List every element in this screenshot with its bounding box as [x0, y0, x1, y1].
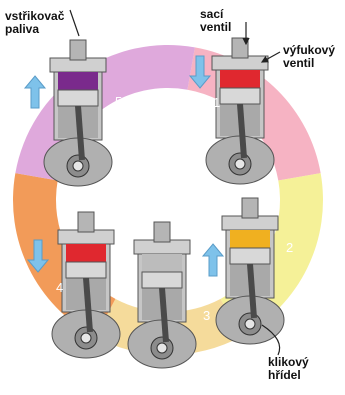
exhaust-valve-label: výfukový ventil: [283, 44, 335, 70]
crankshaft-label-line2: hřídel: [268, 369, 309, 382]
cylinder-2: [216, 198, 284, 344]
crankshaft-label: klikový hřídel: [268, 356, 309, 382]
intake-valve-label: sací ventil: [200, 8, 231, 34]
cylinder-4-piston: [66, 262, 106, 278]
cylinder-3-rod: [162, 288, 166, 342]
injector-label: vstřikovač paliva: [5, 10, 64, 36]
arrow-up-icon: [203, 244, 223, 276]
cylinder-3-chamber: [142, 254, 182, 272]
cylinder-1-piston: [220, 88, 260, 104]
intake-valve-label-line2: ventil: [200, 21, 231, 34]
cylinder-5-chamber: [58, 72, 98, 90]
cylinder-1-rod: [240, 104, 244, 158]
cylinder-1-chamber: [220, 70, 260, 88]
cylinder-5-piston: [58, 90, 98, 106]
stroke-number-5: 5: [115, 94, 122, 109]
exhaust-valve-label-line2: ventil: [283, 57, 335, 70]
stroke-number-3: 3: [203, 308, 210, 323]
cylinder-2-rod: [250, 264, 254, 318]
arrow-up-icon: [25, 76, 45, 108]
cylinder-1: [206, 38, 274, 184]
injector-label-line2: paliva: [5, 23, 64, 36]
cylinder-4-chamber: [66, 244, 106, 262]
stroke-number-1: 1: [213, 95, 220, 110]
cylinder-3-piston: [142, 272, 182, 288]
cylinder-3: [128, 222, 196, 368]
cylinder-4-rod: [86, 278, 90, 332]
cylinder-5-rod: [78, 106, 82, 160]
cylinder-2-chamber: [230, 230, 270, 248]
cylinder-2-piston: [230, 248, 270, 264]
stroke-number-4: 4: [56, 280, 63, 295]
stroke-number-2: 2: [286, 240, 293, 255]
cylinder-5: [44, 40, 112, 186]
